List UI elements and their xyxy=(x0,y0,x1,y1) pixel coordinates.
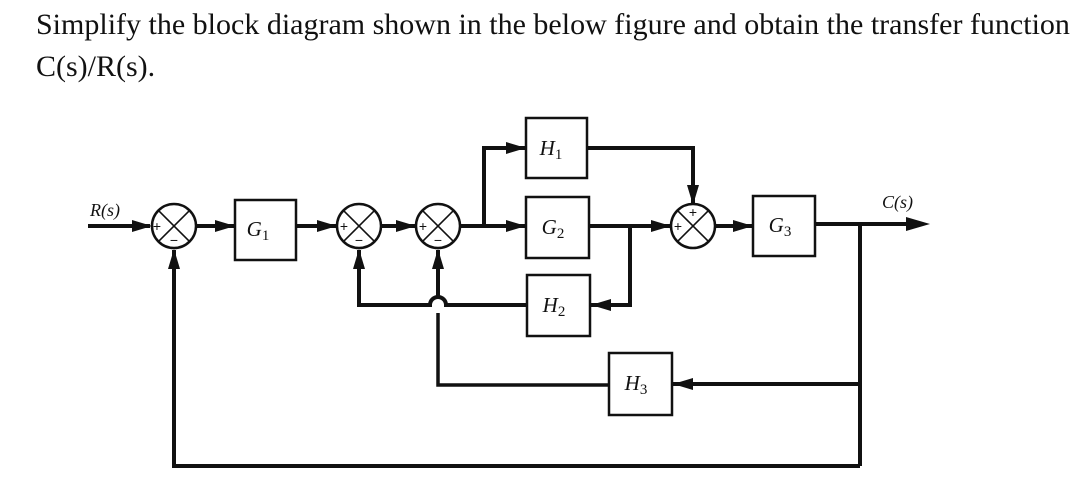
svg-text:H1: H1 xyxy=(539,136,563,163)
summer-2-plus: + xyxy=(340,218,348,234)
arrow-input xyxy=(132,220,152,232)
svg-text:G1: G1 xyxy=(247,217,270,244)
wire-h1-s4 xyxy=(588,146,695,203)
wire-unity-feedback xyxy=(172,250,860,468)
block-g3-name: G xyxy=(769,213,784,237)
block-g1-sub: 1 xyxy=(262,228,270,244)
arrow-s4-g3 xyxy=(733,220,753,232)
svg-text:G3: G3 xyxy=(769,213,792,240)
arrow-to-h1 xyxy=(506,142,526,154)
block-h3: H3 xyxy=(607,351,674,417)
summer-1-plus: + xyxy=(153,218,161,234)
svg-text:H2: H2 xyxy=(542,293,566,320)
wire-h3-s3 xyxy=(436,313,609,387)
arrow-to-h2 xyxy=(591,299,611,311)
block-h1-name: H xyxy=(539,136,557,160)
wire-branch-h2 xyxy=(591,226,632,307)
arrow-s1-g1 xyxy=(215,220,235,232)
summer-1-minus: − xyxy=(170,232,178,248)
arrow-s3-g2 xyxy=(506,220,526,232)
arrow-s2-s3 xyxy=(396,220,416,232)
arrow-unity-s1 xyxy=(168,249,180,269)
question-text: Simplify the block diagram shown in the … xyxy=(36,4,1086,88)
block-g2-name: G xyxy=(542,215,557,239)
arrow-to-h3 xyxy=(673,378,693,390)
block-g1: G1 xyxy=(233,198,298,262)
arrow-g2-s4 xyxy=(651,220,671,232)
question-line-2: C(s)/R(s). xyxy=(36,50,156,83)
block-g2: G2 xyxy=(524,195,591,260)
block-h1: H1 xyxy=(524,116,589,180)
arrow-output xyxy=(906,217,930,231)
summer-1: + − xyxy=(150,202,198,250)
block-g1-name: G xyxy=(247,217,262,241)
summer-3-minus: − xyxy=(434,232,442,248)
wire-branch-h1 xyxy=(482,146,525,226)
arrow-g1-s2 xyxy=(317,220,337,232)
summer-3-plus: + xyxy=(419,218,427,234)
input-label: R(s) xyxy=(89,200,120,221)
summer-4: + + xyxy=(669,202,717,250)
block-g2-sub: 2 xyxy=(557,226,565,242)
block-h1-sub: 1 xyxy=(555,147,563,163)
arrow-h3-s3 xyxy=(432,249,444,269)
block-g3: G3 xyxy=(751,194,817,258)
svg-text:G2: G2 xyxy=(542,215,565,242)
summer-4-plus-left: + xyxy=(674,218,682,234)
summer-2: + − xyxy=(335,202,383,250)
block-h2-sub: 2 xyxy=(558,304,566,320)
wire-h2-s2 xyxy=(357,250,527,307)
block-g3-sub: 3 xyxy=(784,224,792,240)
block-h2-name: H xyxy=(542,293,560,317)
summer-4-plus-top: + xyxy=(689,204,697,220)
block-h3-sub: 3 xyxy=(640,382,648,398)
svg-text:H3: H3 xyxy=(624,371,648,398)
arrow-h1-s4 xyxy=(687,185,699,205)
summer-2-minus: − xyxy=(355,232,363,248)
summer-3: + − xyxy=(414,202,462,250)
arrow-h2-s2 xyxy=(353,249,365,269)
block-h3-name: H xyxy=(624,371,642,395)
output-label: C(s) xyxy=(882,192,913,213)
block-h2: H2 xyxy=(525,273,592,338)
question-line-1: Simplify the block diagram shown in the … xyxy=(36,8,1070,41)
